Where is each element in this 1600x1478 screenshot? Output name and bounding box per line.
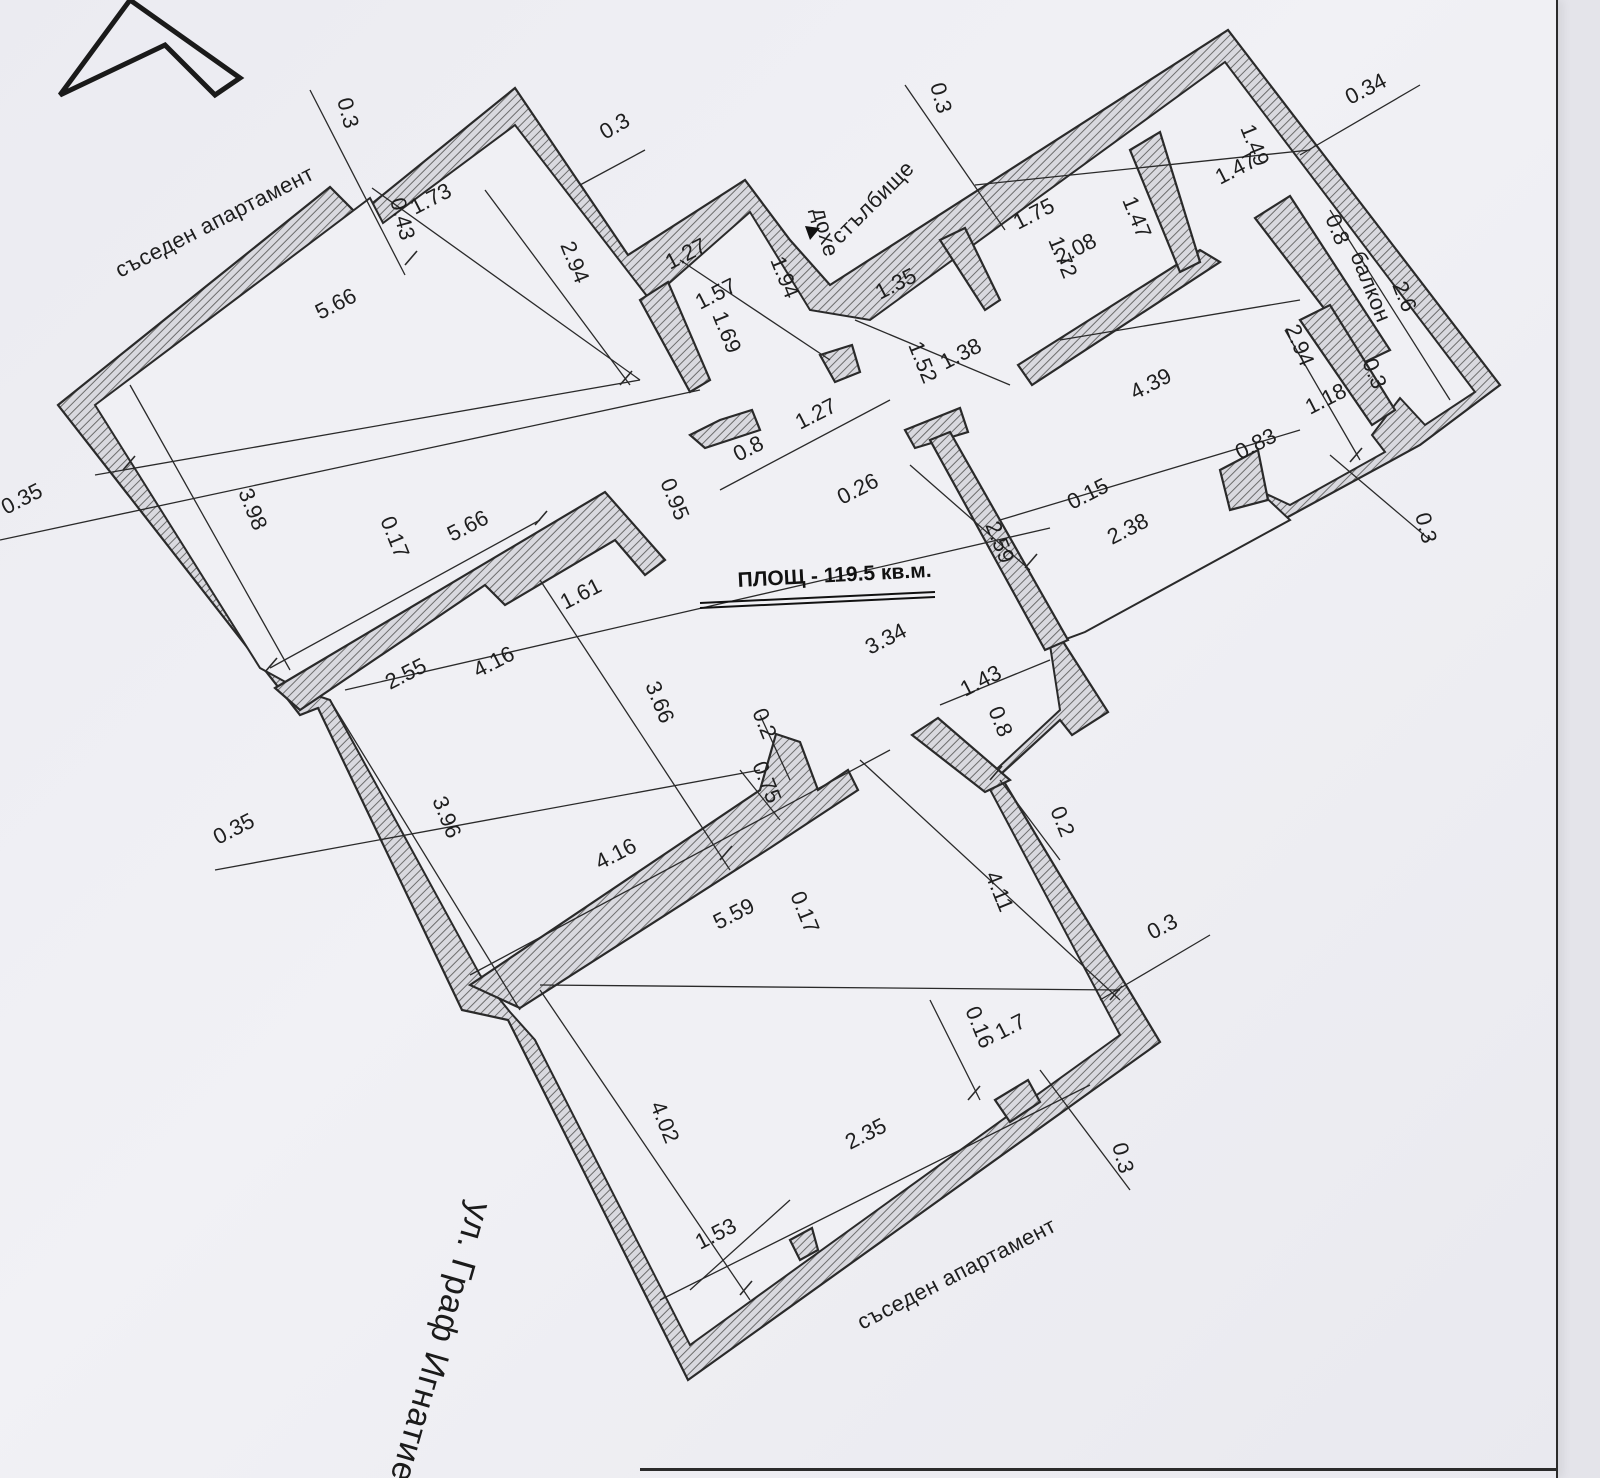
- dimension-lines: [0, 84, 1451, 1301]
- entrance-arrow-icon: [805, 226, 820, 240]
- dimension-label: 0.3: [925, 80, 957, 116]
- dimension-label: 0.3: [1143, 908, 1182, 944]
- dimension-label: 0.3: [1410, 510, 1442, 546]
- sheet-frame-bottom: [640, 1468, 1558, 1471]
- dimension-label: 0.2: [1045, 803, 1080, 841]
- dimension-ticks: [122, 250, 1363, 1296]
- street-label: ул. Граф Игнатиев: [377, 1198, 499, 1478]
- dimension-label: 0.35: [209, 808, 259, 850]
- dimension-label: 0.3: [332, 95, 364, 131]
- dimension-label: 0.35: [0, 478, 46, 520]
- dimension-label: 0.34: [1341, 68, 1391, 110]
- north-arrow-icon: [57, 0, 245, 99]
- dimension-label: 0.3: [1107, 1140, 1139, 1176]
- sheet-frame-right: [1556, 0, 1558, 1478]
- dimension-label: 0.3: [595, 107, 634, 144]
